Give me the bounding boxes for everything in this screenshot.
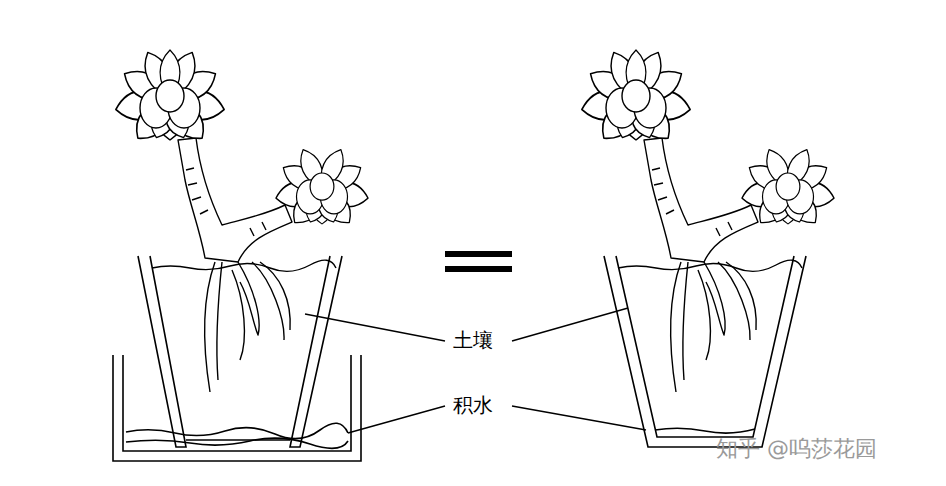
part-label: 积水 (453, 393, 493, 417)
equals-sign (445, 266, 512, 272)
equals-sign (445, 251, 512, 257)
watermark: 知乎 @呜莎花园 (716, 436, 877, 462)
succulent-plant (579, 48, 836, 392)
pot (604, 256, 806, 447)
pot (138, 256, 342, 447)
leader-line (305, 308, 646, 433)
part-label: 土壤 (453, 328, 493, 352)
succulent-plant (113, 48, 370, 392)
saucer (113, 355, 361, 461)
